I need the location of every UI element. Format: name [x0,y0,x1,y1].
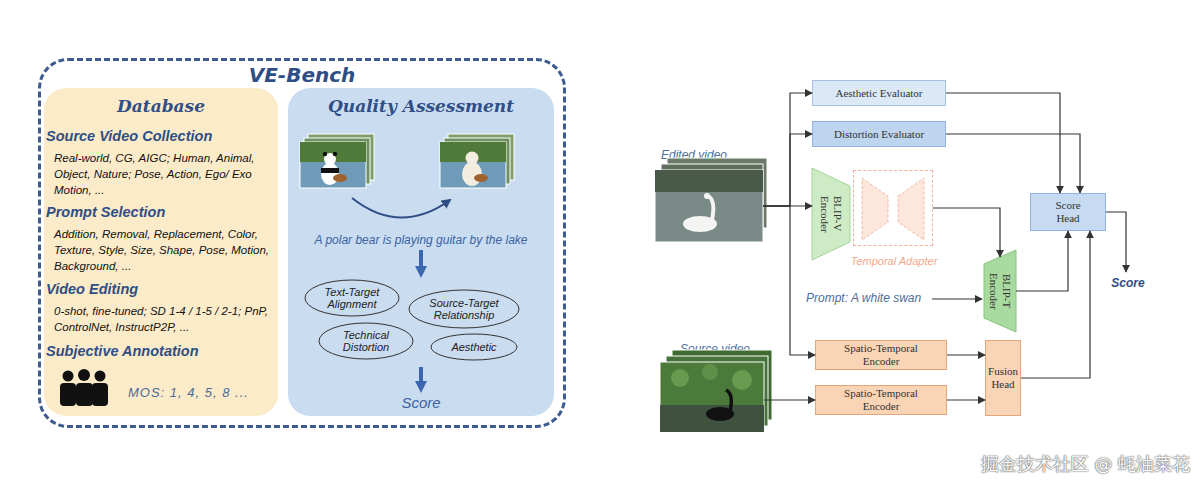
assessment-panel: Quality Assessment A polar bear is playin… [288,88,554,416]
shore [655,170,763,192]
water [660,405,764,432]
node-title: Temporal Adapter [839,255,949,267]
connector-arrow [764,399,815,400]
ellipse-shape [431,334,517,360]
connector-arrow [933,208,1000,257]
connector-arrow [763,134,812,206]
node-title: VE-Bench [41,63,563,87]
connector-arrow [947,399,985,400]
adapter-shape [898,178,924,240]
video-thumbnail: Source video [660,362,764,432]
node-label: BLIP-V Encoder [818,189,844,239]
ellipse-shape [305,280,399,316]
node-text: Real-world, CG, AIGC; Human, Animal, Obj… [54,150,272,198]
node-text: Video Editing [46,281,276,297]
swan-head [704,193,710,199]
node-label: Aesthetic Evaluator [835,87,922,100]
trapezoid-shape [812,168,850,260]
connector-arrow [1021,231,1090,378]
connector-arrow [1016,231,1068,291]
criterion-ellipse: Technical Distortion [318,322,414,360]
process-box: Score Head [1030,193,1106,231]
process-box: Aesthetic Evaluator [812,80,946,106]
node-text: 0-shot, fine-tuned; SD 1-4 / 1-5 / 2-1; … [54,303,272,335]
ellipse-shape [409,290,519,328]
swan-body [706,407,734,421]
node-text: Source Video Collection [46,128,276,144]
encoder-trapezoid: BLIP-T Encoder [984,250,1016,332]
connector-arrow [947,354,985,355]
encoder-trapezoid: BLIP-V Encoder [812,168,850,260]
node-label: Spatio-Temporal Encoder [834,387,929,413]
connector-arrow [763,93,812,206]
node-title: Edited video [661,148,771,162]
node-text: MOS: 1, 4, 5, 8 ... [128,385,273,400]
ellipse-shape [319,323,413,359]
group-frame: VE-BenchDatabaseSource Video CollectionR… [38,58,566,428]
foliage [702,364,718,380]
process-box: Spatio-Temporal Encoder [815,340,947,370]
node-label: Spatio-Temporal Encoder [834,342,929,368]
node-text: Score [288,394,554,411]
node-label: Text-Target Alignment [312,286,392,310]
node-text: A polar bear is playing guitar by the la… [288,233,554,247]
video-frame [655,170,763,242]
criterion-ellipse: Source-Target Relationship [408,289,520,329]
process-box: Distortion Evaluator [812,121,946,147]
foliage [671,369,689,387]
connector-arrow [763,206,815,355]
node-label: Fusion Head [986,365,1020,391]
criterion-ellipse: Text-Target Alignment [304,279,400,317]
node-title: Source video [680,342,790,356]
swan-neck [708,196,713,220]
node-label: Score Head [1046,199,1090,225]
connector-arrow [763,205,812,206]
node-label: Aesthetic [451,341,496,353]
node-title: Quality Assessment [288,96,554,116]
output-label: Score [1106,276,1150,290]
output-arrow [1106,212,1126,272]
connector-arrow [946,93,1060,193]
video-frame [667,158,767,228]
node-label: Technical Distortion [326,329,406,353]
adapter-box: Temporal Adapter [853,170,933,246]
node-text: Addition, Removal, Replacement, Color, T… [54,226,272,274]
video-frame [661,164,763,236]
node-text: Prompt Selection [46,204,276,220]
process-box: Fusion Head [985,340,1021,416]
criterion-ellipse: Aesthetic [430,333,518,361]
video-thumbnail: Edited video [655,170,763,242]
watermark: 掘金技术社区 @ 蚝油菜花 [880,452,1190,476]
input-arrow [932,298,982,299]
swan-body [683,216,717,232]
foliage [732,370,752,390]
prompt-text: Prompt: A white swan [806,291,986,305]
database-panel: DatabaseSource Video CollectionReal-worl… [44,88,278,416]
video-frame [672,350,772,420]
swan-neck [726,390,731,411]
video-frame [666,356,768,426]
node-label: Distortion Evaluator [834,128,924,141]
node-label: BLIP-T Encoder [987,267,1013,315]
adapter-shape [862,178,888,240]
node-text: Subjective Annotation [46,343,276,359]
node-label: Source-Target Relationship [419,297,509,321]
process-box: Spatio-Temporal Encoder [815,385,947,415]
node-title: Database [44,96,278,116]
connector-arrow [946,134,1080,193]
trapezoid-shape [984,250,1016,332]
video-frame [660,362,764,432]
